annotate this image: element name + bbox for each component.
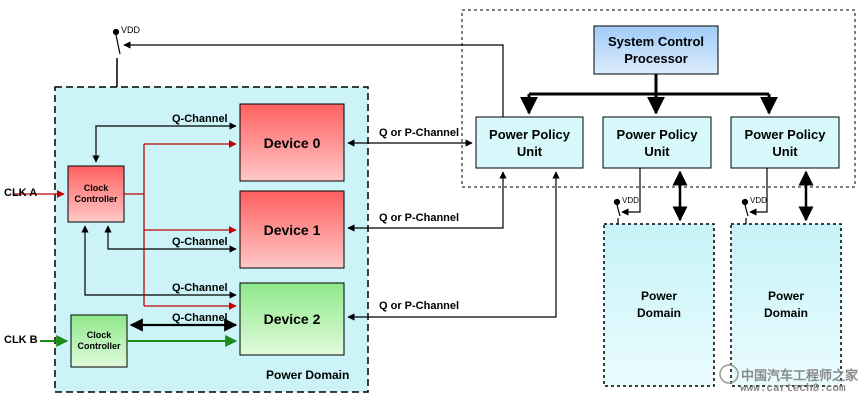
qp-channel-label-1: Q or P-Channel [379, 212, 460, 224]
ppu-3-label: Power Policy Unit [731, 126, 839, 160]
power-domain-1-label: Power Domain [604, 288, 714, 322]
ppu-1-label: Power Policy Unit [476, 126, 583, 160]
control-group-boundary [461, 9, 856, 188]
vdd-label-1: VDD [622, 196, 639, 205]
scp-title-line1: System Control [607, 34, 705, 49]
main-power-domain-label: Power Domain [266, 368, 350, 382]
watermark-line1: 中国汽车工程师之家 [741, 368, 859, 383]
device-0-label: Device 0 [263, 135, 321, 151]
vdd-switch-symbol-2 [741, 198, 749, 224]
vdd-switch-symbol-1 [613, 198, 621, 224]
ppu-3-box [730, 116, 840, 169]
ppu-1-line2: Unit [516, 144, 543, 159]
q-channel-label-1: Q-Channel [172, 236, 228, 248]
device-1-box [239, 190, 345, 269]
device-0-box [239, 103, 345, 182]
q-channel-label-0: Q-Channel [172, 113, 228, 125]
q-channel-links [81, 122, 237, 299]
vdd-switch-links [621, 168, 768, 216]
qp-channel-label-2: Q or P-Channel [379, 300, 460, 312]
qp-channel-label-0: Q or P-Channel [379, 127, 460, 139]
clock-controller-a-label: Clock Controller [68, 183, 124, 205]
clock-controller-a-line2: Controller [74, 194, 118, 204]
ppu-2-line1: Power Policy [616, 127, 698, 142]
clock-controller-b-line1: Clock [86, 330, 112, 340]
ppu-2-box [602, 116, 712, 169]
scp-bus [520, 74, 778, 115]
power-domain-1-box [603, 223, 715, 387]
clock-controller-b-box [70, 314, 128, 368]
watermark-line2: www.cartech8.com [740, 383, 846, 395]
ppu-1-box [475, 116, 584, 169]
clock-controller-b-label: Clock Controller [71, 330, 127, 352]
vdd-label-main: VDD [121, 25, 141, 35]
power-domain-2-line1: Power [767, 289, 804, 303]
scp-title-line2: Processor [624, 51, 688, 66]
q-channel-label-3: Q-Channel [172, 312, 228, 324]
ppu-3-line1: Power Policy [744, 127, 826, 142]
clock-controller-b-line2: Controller [77, 341, 121, 351]
clk-b-label: CLK B [4, 334, 38, 346]
device-1-label: Device 1 [263, 222, 321, 238]
ppu-2-line2: Unit [644, 144, 670, 159]
system-control-processor-box [593, 25, 719, 75]
vdd-switch-symbol-main [112, 28, 504, 117]
device-2-label: Device 2 [263, 311, 321, 327]
scp-title: System Control Processor [594, 33, 718, 67]
clk-a-distribution [14, 140, 237, 310]
device-2-box [239, 282, 345, 356]
power-domain-2-label: Power Domain [731, 288, 841, 322]
q-channel-label-2: Q-Channel [172, 282, 228, 294]
ppu-3-line2: Unit [772, 144, 798, 159]
watermark-logo-icon [719, 364, 739, 384]
power-domain-2-box [730, 223, 842, 387]
qp-channel-links [347, 139, 560, 321]
power-domain-2-line2: Domain [763, 306, 808, 320]
power-domain-1-line1: Power [640, 289, 677, 303]
power-domain-1-line2: Domain [636, 306, 681, 320]
ppu-2-label: Power Policy Unit [603, 126, 711, 160]
ppu-1-line1: Power Policy [489, 127, 570, 142]
clock-controller-a-line1: Clock [83, 183, 109, 193]
vdd-label-2: VDD [750, 196, 767, 205]
clk-a-label: CLK A [4, 187, 38, 199]
